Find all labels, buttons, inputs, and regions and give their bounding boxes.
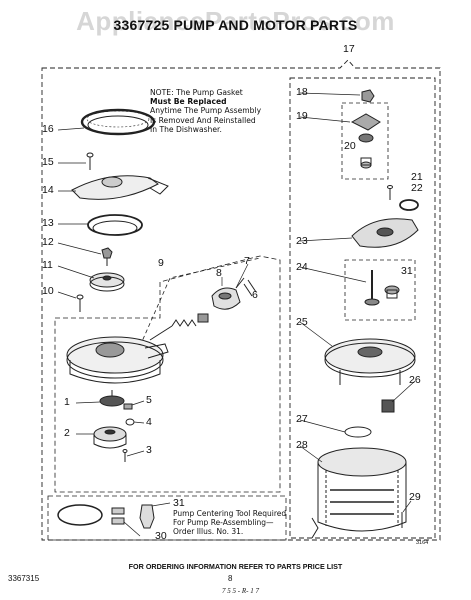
callout-29: 29 (409, 491, 421, 503)
screw-part-10 (76, 294, 84, 312)
callout-4: 4 (146, 416, 152, 428)
watermark-text: AppliancePartsPros.com (76, 6, 395, 36)
callout-14: 14 (42, 184, 54, 196)
motor-part-28 (311, 447, 407, 539)
callout-31b: 31 (173, 497, 185, 509)
callout-2: 2 (64, 427, 70, 439)
leader-lines (57, 92, 416, 537)
callout-10: 10 (42, 285, 54, 297)
note-line: In The Dishwasher. (150, 124, 222, 134)
page-number: 8 (228, 574, 233, 583)
item-9-bracket (139, 257, 261, 347)
callout-31a: 31 (401, 265, 413, 277)
callout-25: 25 (296, 316, 308, 328)
note-line: For Pump Re-Assembling— (173, 518, 274, 527)
item-24-group-frame (344, 259, 416, 321)
item-19-group-frame (341, 102, 389, 180)
catalog-code: 3164 (416, 540, 429, 546)
nut-part-12 (101, 247, 113, 266)
ordering-info: FOR ORDERING INFORMATION REFER TO PARTS … (128, 562, 343, 571)
callout-26: 26 (409, 374, 421, 386)
bracket-plate-part-23 (351, 218, 419, 248)
pump-gasket-note: NOTE: The Pump Gasket Must Be Replaced A… (150, 88, 290, 134)
handwritten-note: 7 5 5 - R- 1 7 (222, 587, 259, 595)
callout-1: 1 (64, 396, 70, 408)
centering-tool-note: Pump Centering Tool Required For Pump Re… (173, 509, 286, 536)
motor-assembly-frame (289, 77, 436, 539)
screw-part-21 (387, 185, 393, 200)
note-line: Must Be Replaced (150, 97, 227, 107)
document-number: 3367315 (8, 574, 40, 583)
gasket-kit-part-30 (57, 504, 125, 526)
callout-11: 11 (42, 259, 53, 271)
callout-3: 3 (146, 444, 152, 456)
motor-mount-part-25 (324, 338, 416, 385)
pump-gasket-ring (80, 108, 156, 136)
callout-30: 30 (155, 530, 167, 542)
pump-assembly-frame (54, 255, 281, 493)
note-line: Order Illus. No. 31. (173, 527, 244, 536)
spring-shaft-assembly (149, 313, 209, 341)
nut-part-18 (361, 89, 375, 103)
page-title: 3367725 PUMP AND MOTOR PARTS (113, 17, 358, 33)
shaft-part-24 (364, 270, 380, 306)
callout-21: 21 (411, 171, 423, 183)
callout-22: 22 (411, 182, 423, 194)
pump-centering-tool (139, 504, 155, 529)
callout-19: 19 (296, 110, 308, 122)
callout-5: 5 (146, 394, 152, 406)
callout-27: 27 (296, 413, 308, 425)
note-line: Is Removed And Reinstalled (150, 115, 256, 125)
item-30-group-frame (47, 495, 287, 541)
callout-8: 8 (216, 267, 222, 279)
small-parts-4-5 (123, 403, 135, 426)
callout-7: 7 (244, 255, 250, 267)
note-line: Pump Centering Tool Required (173, 509, 287, 518)
callout-18: 18 (296, 86, 308, 98)
callout-6: 6 (252, 289, 258, 301)
lower-housing-part-2 (93, 426, 127, 449)
chopper-part-1 (99, 390, 125, 407)
callout-17: 17 (343, 43, 355, 55)
note-line: NOTE: The Pump Gasket (150, 88, 243, 97)
note-line: Anytime The Pump Assembly (150, 106, 262, 116)
valve-assembly-part-8 (211, 277, 245, 310)
callout-16: 16 (42, 123, 54, 135)
callout-20: 20 (344, 140, 356, 152)
centering-part-31 (384, 285, 400, 299)
pump-cover-plate (71, 175, 169, 200)
coupling-part-20 (360, 157, 372, 169)
callout-24: 24 (296, 261, 308, 273)
disk-part-27 (344, 426, 372, 438)
callout-23: 23 (296, 235, 308, 247)
callout-13: 13 (42, 217, 54, 229)
callout-28: 28 (296, 439, 308, 451)
pump-housing (66, 336, 169, 384)
callout-15: 15 (42, 156, 54, 168)
callout-9: 9 (158, 257, 164, 269)
ring-part-22 (399, 199, 419, 211)
screw-part-15 (86, 152, 94, 170)
connector-part-26 (381, 399, 395, 413)
coupling-part-19 (350, 113, 381, 143)
seal-ring-part-13 (87, 214, 143, 236)
impeller-part-11 (89, 272, 125, 292)
screw-part-3 (122, 449, 128, 462)
pin-part-6 (243, 279, 257, 297)
callout-12: 12 (42, 236, 54, 248)
